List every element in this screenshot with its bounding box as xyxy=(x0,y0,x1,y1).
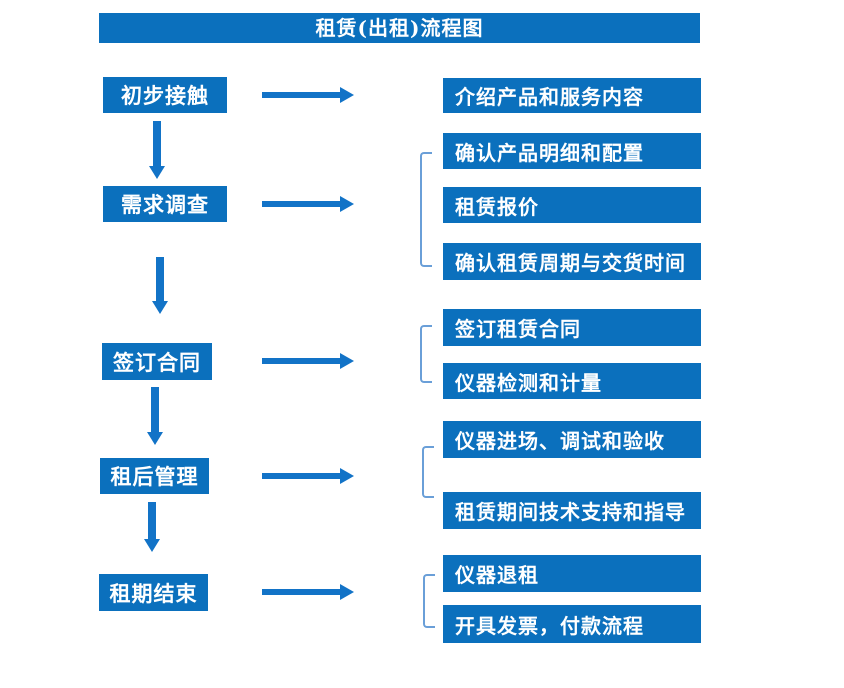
detail-box-confirm-product-details: 确认产品明细和配置 xyxy=(443,133,701,169)
down-arrow-shaft xyxy=(151,387,159,433)
detail-box-technical-support: 租赁期间技术支持和指导 xyxy=(443,492,701,529)
stage-box-post-rental-management: 租后管理 xyxy=(100,458,209,494)
right-arrow-shaft xyxy=(262,473,341,479)
down-arrow-head xyxy=(144,539,160,552)
right-arrow-shaft xyxy=(262,358,341,364)
down-arrow-shaft xyxy=(156,257,164,302)
stage-box-initial-contact: 初步接触 xyxy=(103,77,227,113)
down-arrow-head xyxy=(152,301,168,314)
stage-box-rental-end: 租期结束 xyxy=(99,574,208,611)
detail-box-invoice-payment: 开具发票，付款流程 xyxy=(443,605,701,643)
right-arrow-shaft xyxy=(262,201,341,207)
down-arrow-icon-2 xyxy=(152,257,168,314)
group-bracket-rental-end xyxy=(423,574,435,628)
right-arrow-head xyxy=(340,468,354,484)
down-arrow-head xyxy=(149,166,165,179)
down-arrow-icon-1 xyxy=(149,121,165,179)
stage-box-demand-survey: 需求调查 xyxy=(103,186,227,222)
down-arrow-icon-3 xyxy=(147,387,163,445)
detail-box-instrument-entry-acceptance: 仪器进场、调试和验收 xyxy=(443,421,701,458)
right-arrow-head xyxy=(340,196,354,212)
right-arrow-icon-1 xyxy=(262,87,354,103)
down-arrow-shaft xyxy=(153,121,161,167)
detail-box-sign-rental-contract: 签订租赁合同 xyxy=(443,309,701,346)
right-arrow-shaft xyxy=(262,589,341,595)
right-arrow-head xyxy=(340,87,354,103)
detail-box-confirm-period-delivery: 确认租赁周期与交货时间 xyxy=(443,243,701,280)
detail-box-rental-quote: 租赁报价 xyxy=(443,187,701,223)
detail-box-instrument-return: 仪器退租 xyxy=(443,555,701,592)
right-arrow-icon-2 xyxy=(262,196,354,212)
detail-box-instrument-testing: 仪器检测和计量 xyxy=(443,363,701,399)
down-arrow-shaft xyxy=(148,502,156,540)
down-arrow-head xyxy=(147,432,163,445)
right-arrow-icon-5 xyxy=(262,584,354,600)
group-bracket-demand-survey xyxy=(420,152,432,267)
right-arrow-icon-3 xyxy=(262,353,354,369)
right-arrow-head xyxy=(340,353,354,369)
down-arrow-icon-4 xyxy=(144,502,160,552)
group-bracket-post-rental xyxy=(422,446,434,498)
detail-box-introduce-products: 介绍产品和服务内容 xyxy=(443,78,701,113)
flowchart-title: 租赁(出租)流程图 xyxy=(99,13,700,43)
group-bracket-sign-contract xyxy=(420,325,432,383)
stage-box-sign-contract: 签订合同 xyxy=(102,343,212,380)
right-arrow-shaft xyxy=(262,92,341,98)
right-arrow-head xyxy=(340,584,354,600)
right-arrow-icon-4 xyxy=(262,468,354,484)
